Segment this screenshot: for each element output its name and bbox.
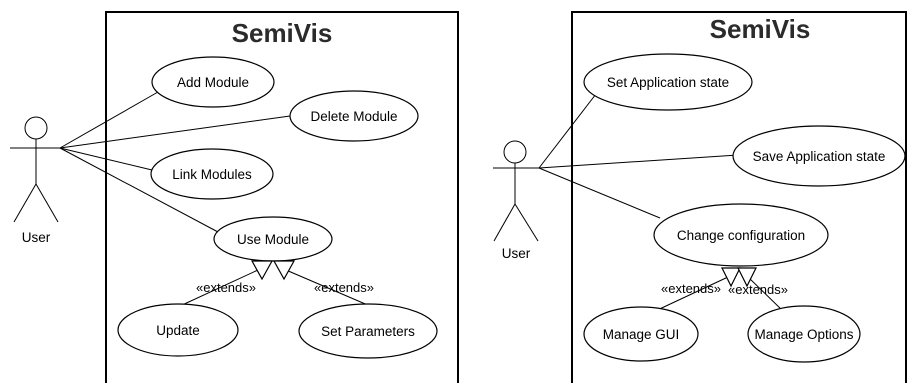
- extends-arrowhead-right-2: [737, 267, 757, 288]
- svg-text:Save Application state: Save Application state: [753, 149, 886, 164]
- use-case-set-parameters: Set Parameters: [298, 303, 438, 359]
- system-boundary-left: [105, 11, 459, 383]
- actor-head-right: [503, 140, 527, 164]
- extends-arrowhead-left-2: [272, 260, 296, 281]
- system-boundary-right: [571, 11, 907, 383]
- use-case-link-modules: Link Modules: [150, 148, 274, 200]
- extends-label-left-1: «extends»: [196, 280, 256, 295]
- use-case-use-module: Use Module: [213, 216, 333, 262]
- use-case-set-application-state: Set Application state: [583, 53, 753, 111]
- use-case-update: Update: [117, 303, 239, 357]
- diagram-right: SemiVis User Set Application state Save …: [493, 11, 907, 383]
- extends-label-left-2: «extends»: [314, 280, 374, 295]
- extends-label-right-1: «extends»: [661, 281, 721, 296]
- actor-user-right: User: [493, 140, 539, 261]
- use-case-save-application-state: Save Application state: [732, 125, 906, 187]
- diagram-left: SemiVis User Add Module Delete Module: [10, 11, 459, 383]
- svg-text:Change configuration: Change configuration: [677, 228, 805, 243]
- svg-text:Add Module: Add Module: [177, 75, 249, 90]
- use-case-manage-options: Manage Options: [747, 305, 861, 363]
- use-case-change-configuration: Change configuration: [653, 203, 829, 267]
- extends-arrowhead-right-1: [721, 267, 741, 288]
- extends-arrowhead-left-1: [250, 260, 274, 281]
- svg-text:Manage GUI: Manage GUI: [603, 327, 680, 342]
- svg-text:Set Application state: Set Application state: [607, 75, 729, 90]
- use-case-delete-module: Delete Module: [289, 90, 419, 142]
- use-case-manage-gui: Manage GUI: [583, 306, 699, 362]
- actor-label-right: User: [502, 246, 531, 261]
- svg-text:Use Module: Use Module: [237, 232, 309, 247]
- actor-label-left: User: [22, 230, 51, 245]
- svg-text:Link Modules: Link Modules: [172, 167, 252, 182]
- actor-head-left: [24, 116, 48, 140]
- svg-text:Manage Options: Manage Options: [754, 327, 853, 342]
- svg-text:Delete Module: Delete Module: [310, 109, 397, 124]
- use-case-add-module: Add Module: [151, 56, 275, 108]
- actor-user-left: User: [10, 116, 60, 245]
- svg-text:Set Parameters: Set Parameters: [321, 324, 415, 339]
- system-title-right: SemiVis: [710, 14, 811, 44]
- system-title-left: SemiVis: [232, 18, 333, 48]
- svg-text:Update: Update: [156, 323, 200, 338]
- extends-label-right-2: «extends»: [728, 282, 788, 297]
